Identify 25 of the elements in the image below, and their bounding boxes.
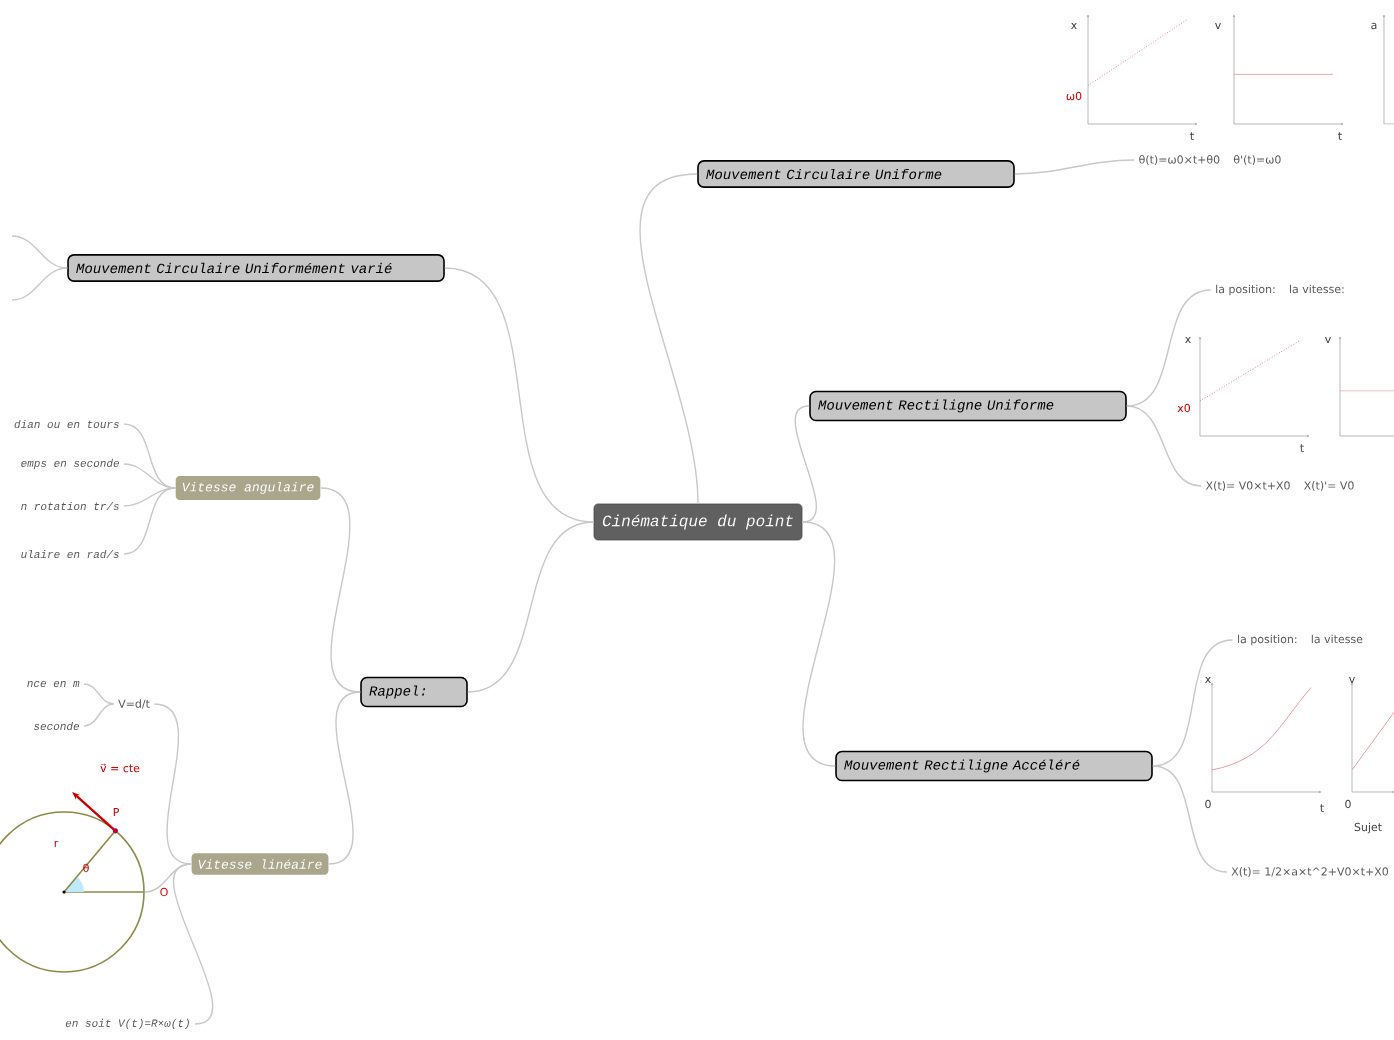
connector-line [1152,765,1228,873]
connector-line [467,521,595,693]
connector-line [11,235,68,269]
connector-line [123,487,176,555]
connector-line [1126,289,1212,407]
circle-drawing [0,792,145,973]
connector-line [123,463,176,489]
connector-line [801,521,836,767]
connector-line [144,863,192,893]
connector-line [153,703,192,865]
connector-line [11,267,68,301]
connector-line [1014,159,1135,175]
connector-line [444,267,595,523]
connector-line [328,691,361,865]
connector-line [83,703,115,727]
connector-line [83,683,115,705]
connector-line [320,487,361,693]
connector-line [639,173,699,505]
connector-line [173,863,213,1025]
connector-line [794,405,817,523]
central-topic-box: Cinématique du point [593,503,803,541]
connector-line [123,423,176,489]
connector-line [1152,639,1234,767]
connector-line [123,487,176,507]
connector-line [1126,405,1202,487]
